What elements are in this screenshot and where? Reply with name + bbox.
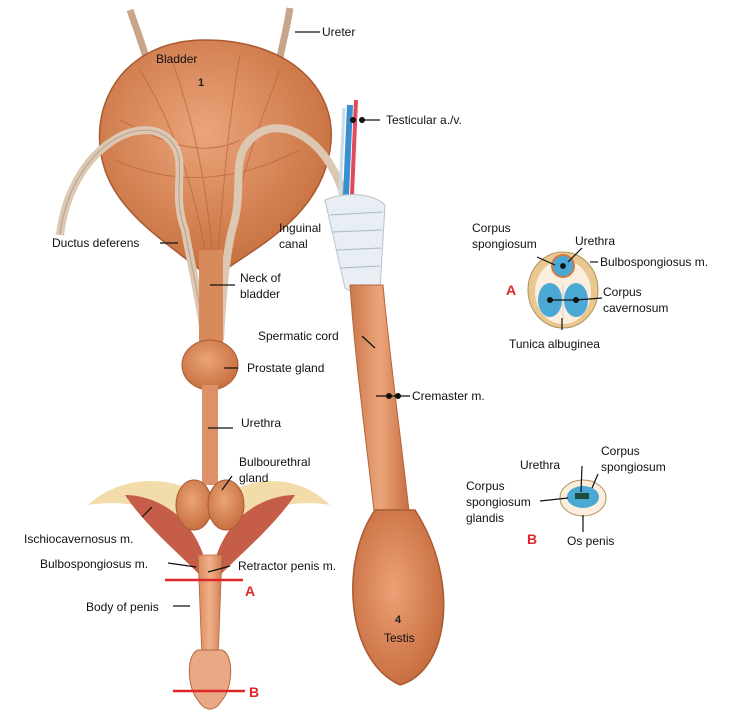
sec-a-urethra: Urethra [575, 234, 616, 248]
prostate [181, 339, 239, 391]
sec-a-corpus-cavernosum: Corpus cavernosum [603, 285, 669, 315]
sec-a-corpus-spongiosum: Corpus spongiosum [472, 221, 537, 251]
label-neck: Neck of bladder [240, 271, 281, 301]
sec-a-bulbospongiosus: Bulbospongiosus m. [600, 255, 709, 269]
section-a-letter: A [506, 282, 517, 298]
sec-b-os-penis: Os penis [567, 534, 615, 548]
label-bulbourethral: Bulbourethral gland [239, 455, 311, 485]
label-ureter: Ureter [322, 25, 356, 39]
spermatic-cord [349, 284, 411, 521]
bladder-neck [199, 250, 223, 350]
cut-label-a: A [245, 583, 256, 599]
bulbourethral-gland-right [207, 479, 245, 531]
label-retractor: Retractor penis m. [238, 559, 337, 573]
label-prostate: Prostate gland [247, 361, 325, 375]
label-spermatic: Spermatic cord [258, 329, 339, 343]
cut-label-b: B [249, 684, 260, 700]
testis-number: 4 [395, 614, 402, 626]
glans [188, 649, 232, 710]
label-ischio: Ischiocavernosus m. [24, 532, 134, 546]
ischiocavernosus-right [215, 495, 295, 575]
bladder-number: 1 [198, 77, 205, 89]
label-urethra: Urethra [241, 416, 282, 430]
label-testis: Testis [384, 631, 415, 645]
label-testicular: Testicular a./v. [386, 113, 462, 127]
pelvic-urethra [202, 385, 218, 485]
label-ductus: Ductus deferens [52, 236, 140, 250]
penis-body [197, 554, 223, 661]
sec-b-corpus-spongiosum: Corpus spongiosum [601, 444, 666, 474]
sec-a-tunica: Tunica albuginea [509, 337, 600, 351]
testis [352, 509, 445, 686]
cross-section-a [527, 251, 599, 329]
label-body: Body of penis [86, 600, 159, 614]
sec-b-glandis: Corpus spongiosum glandis [466, 479, 531, 525]
label-bladder: Bladder [156, 52, 198, 66]
label-cremaster: Cremaster m. [412, 389, 485, 403]
ischiocavernosus-left [125, 495, 205, 575]
testicular-vessels [343, 104, 353, 196]
label-bulbospong: Bulbospongiosus m. [40, 557, 149, 571]
ductus-right [216, 124, 349, 341]
bulbourethral-gland-left [175, 479, 213, 531]
section-b-letter: B [527, 531, 538, 547]
sec-b-urethra: Urethra [520, 458, 561, 472]
label-inguinal: Inguinal canal [279, 221, 322, 251]
